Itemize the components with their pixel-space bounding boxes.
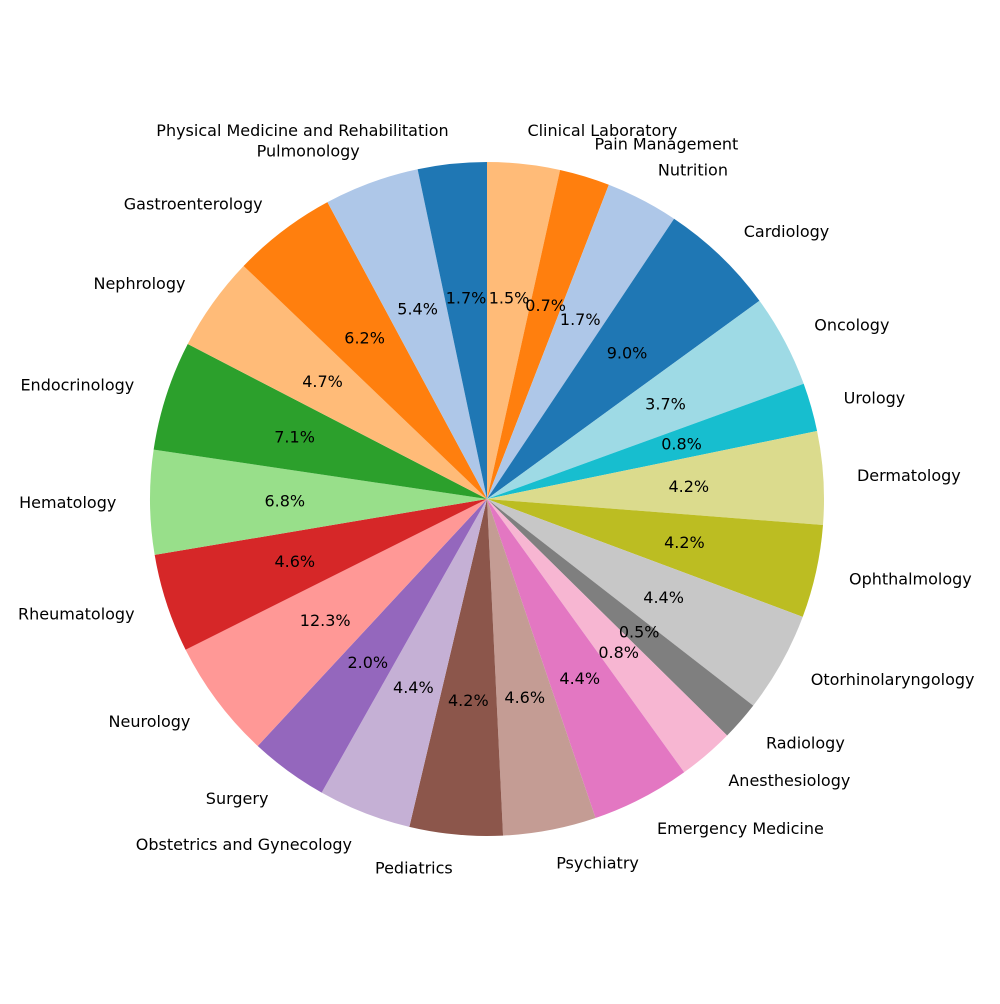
pie-slice-endocrinology (153, 344, 487, 499)
percent-label-nephrology: 4.7% (302, 372, 343, 391)
percent-label-urology: 0.8% (661, 434, 702, 453)
pie-slice-obstetrics-and-gynecology (321, 499, 487, 827)
percent-label-ophthalmology: 4.2% (664, 533, 705, 552)
pie-slice-hematology (149, 449, 487, 555)
category-label-neurology: Neurology (109, 712, 191, 731)
percent-label-radiology: 0.5% (619, 623, 660, 642)
pie-slice-urology (487, 383, 818, 499)
percent-label-emergency-medicine: 4.4% (559, 669, 600, 688)
pie-slice-clinical-laboratory (487, 162, 561, 499)
category-label-physical-medicine-and-rehabilitation: Physical Medicine and Rehabilitation (156, 121, 448, 140)
category-label-pediatrics: Pediatrics (375, 859, 453, 878)
pie-slice-rheumatology (154, 499, 488, 650)
category-label-hematology: Hematology (19, 493, 116, 512)
category-label-obstetrics-and-gynecology: Obstetrics and Gynecology (136, 835, 352, 854)
percent-label-rheumatology: 4.6% (274, 552, 315, 571)
category-label-cardiology: Cardiology (744, 222, 830, 241)
category-label-urology: Urology (844, 388, 906, 407)
percent-label-nutrition: 1.7% (560, 310, 601, 329)
category-label-surgery: Surgery (206, 789, 269, 808)
pie-slice-dermatology (487, 431, 825, 525)
pie-slice-cardiology (487, 218, 760, 499)
category-label-nephrology: Nephrology (93, 274, 185, 293)
pie-slice-otorhinolaryngology (487, 499, 803, 706)
pie-slice-psychiatry (487, 499, 596, 836)
category-label-oncology: Oncology (814, 315, 889, 334)
pie-slice-physical-medicine-and-rehabilitation (417, 161, 487, 499)
pie-slice-gastroenterology (243, 202, 487, 500)
percent-label-endocrinology: 7.1% (274, 427, 315, 446)
percent-label-surgery: 2.0% (347, 653, 388, 672)
percent-label-oncology: 3.7% (645, 395, 686, 414)
category-label-emergency-medicine: Emergency Medicine (657, 819, 824, 838)
pie-slice-surgery (257, 499, 487, 793)
category-label-dermatology: Dermatology (857, 466, 961, 485)
pie-slice-pain-management (487, 170, 609, 499)
pie-slice-anesthesiology (487, 499, 728, 773)
percent-label-physical-medicine-and-rehabilitation: 1.7% (446, 288, 487, 307)
category-label-radiology: Radiology (766, 734, 845, 753)
percent-label-dermatology: 4.2% (668, 477, 709, 496)
category-label-pulmonology: Pulmonology (257, 141, 360, 160)
category-label-clinical-laboratory: Clinical Laboratory (527, 121, 677, 140)
percent-label-anesthesiology: 0.8% (598, 643, 639, 662)
pie-slice-neurology (185, 499, 487, 746)
category-label-anesthesiology: Anesthesiology (728, 771, 850, 790)
percent-label-pediatrics: 4.2% (448, 691, 489, 710)
pie-slice-oncology (487, 300, 804, 499)
category-label-gastroenterology: Gastroenterology (124, 194, 263, 213)
pie-slice-emergency-medicine (487, 499, 685, 819)
percent-label-pain-management: 0.7% (525, 296, 566, 315)
category-label-pain-management: Pain Management (595, 135, 739, 154)
pie-slice-nutrition (487, 184, 675, 500)
category-label-rheumatology: Rheumatology (18, 604, 135, 623)
percent-label-gastroenterology: 6.2% (344, 329, 385, 348)
percent-label-cardiology: 9.0% (607, 344, 648, 363)
category-label-psychiatry: Psychiatry (556, 854, 639, 873)
category-label-nutrition: Nutrition (658, 161, 728, 180)
pie-slice-pediatrics (409, 499, 504, 837)
percent-labels-layer: 1.5%0.7%1.7%9.0%3.7%0.8%4.2%4.2%4.4%0.5%… (264, 288, 709, 709)
percent-label-pulmonology: 5.4% (397, 300, 438, 319)
pie-slice-radiology (487, 499, 754, 736)
percent-label-clinical-laboratory: 1.5% (489, 289, 530, 308)
category-label-otorhinolaryngology: Otorhinolaryngology (811, 670, 975, 689)
category-label-ophthalmology: Ophthalmology (849, 569, 972, 588)
percent-label-psychiatry: 4.6% (504, 688, 545, 707)
slices-layer (149, 161, 825, 837)
percent-label-neurology: 12.3% (300, 611, 351, 630)
pie-slice-pulmonology (327, 169, 487, 499)
pie-slice-nephrology (187, 265, 488, 499)
percent-label-otorhinolaryngology: 4.4% (643, 588, 684, 607)
percent-label-obstetrics-and-gynecology: 4.4% (393, 678, 434, 697)
pie-slice-ophthalmology (487, 499, 823, 617)
category-label-endocrinology: Endocrinology (20, 376, 134, 395)
percent-label-hematology: 6.8% (264, 491, 305, 510)
